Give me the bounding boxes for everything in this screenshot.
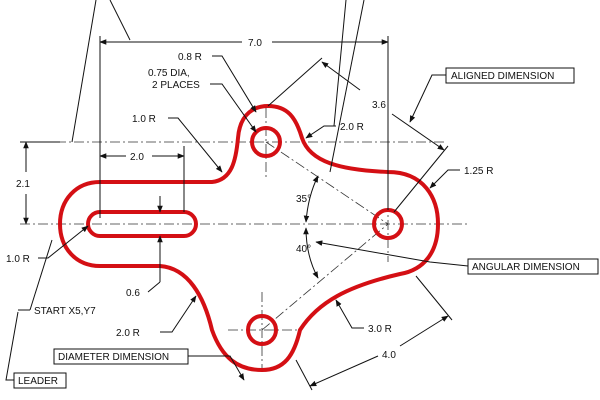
- start-coordinate-label: START X5,Y7: [34, 306, 96, 317]
- leaders: 0.8 R 0.75 DIA, 2 PLACES 2.0 R 1.0 R 1.0…: [6, 52, 493, 339]
- bottom-hole: [246, 314, 278, 346]
- hole-note-line1: 0.75 DIA,: [148, 68, 190, 79]
- diameter-callout-box: [53, 348, 189, 365]
- outer-profile: [58, 104, 440, 372]
- aligned-callout-label: ALIGNED DIMENSION: [451, 71, 554, 82]
- center-lines: [20, 40, 470, 368]
- slot-width-label: 0.6: [126, 288, 140, 299]
- aligned-callout-box: [445, 67, 575, 84]
- slot: [86, 210, 198, 238]
- callouts: ALIGNED DIMENSION ANGULAR DIMENSION DIAM…: [5, 67, 599, 389]
- top-boss-radius-label: 0.8 R: [178, 52, 202, 63]
- diameter-callout-label: DIAMETER DIMENSION: [58, 352, 169, 363]
- leader-callout-label: LEADER: [18, 376, 58, 387]
- top-hole: [250, 126, 282, 158]
- hole-note-line2: 2 PLACES: [152, 80, 200, 91]
- part-outline: [58, 104, 440, 372]
- height-left-label: 2.1: [16, 179, 30, 190]
- bottom-fillet-radius-label: 2.0 R: [116, 328, 140, 339]
- aligned-value-label: 3.6: [372, 100, 386, 111]
- angular-callout-label: ANGULAR DIMENSION: [472, 262, 580, 273]
- dim-height-left: 2.1: [16, 141, 60, 225]
- angle-upper-label: 35°: [296, 194, 311, 205]
- dim-aligned: 3.6: [267, 57, 449, 213]
- center-line-bottom-to-right: [261, 223, 389, 331]
- dim-lower-aligned: 4.0: [295, 275, 453, 391]
- right-boss-radius-label: 1.25 R: [464, 166, 493, 177]
- top-fillet-radius-label: 2.0 R: [340, 122, 364, 133]
- lower-aligned-label: 4.0: [382, 350, 396, 361]
- dim-overall-width: 7.0: [99, 36, 389, 218]
- slot-length-label: 2.0: [130, 152, 144, 163]
- angular-callout-box: [467, 258, 599, 275]
- dim-angular: 35° 40°: [296, 175, 319, 279]
- lower-right-fillet-label: 3.0 R: [368, 324, 392, 335]
- angle-lower-label: 40°: [296, 244, 311, 255]
- leader-callout-box: [13, 372, 67, 389]
- left-inner-fillet-label: 1.0 R: [132, 114, 156, 125]
- center-line-top-to-right: [265, 141, 389, 225]
- left-end-radius-label: 1.0 R: [6, 254, 30, 265]
- dim-slot-width: 0.6: [126, 196, 163, 299]
- overall-width-label: 7.0: [248, 38, 262, 49]
- top-leader-lines: [71, 0, 365, 173]
- dim-slot-length: 2.0: [99, 146, 185, 212]
